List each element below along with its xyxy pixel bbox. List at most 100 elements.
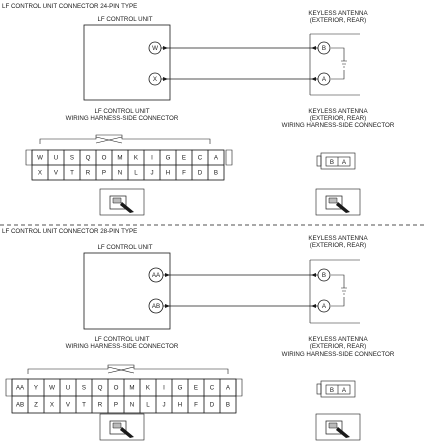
antenna-coil-symbol	[331, 47, 347, 80]
lf-control-unit-label: LF CONTROL UNIT	[97, 244, 152, 251]
harness-right-sublabel-2: WIRING HARNESS-SIDE CONNECTOR	[282, 351, 395, 358]
lf-control-unit-box	[83, 24, 171, 101]
keyless-antenna-label: KEYLESS ANTENNA	[308, 235, 368, 242]
connector-pin-label: O	[102, 155, 107, 162]
harness-right-label: KEYLESS ANTENNA	[308, 108, 368, 115]
antenna-connector-pin-a: A	[342, 159, 347, 166]
section-title: LF CONTROL UNIT CONNECTOR 28-PIN TYPE	[2, 228, 137, 235]
arrow-b	[311, 273, 316, 277]
arrow-x	[163, 77, 168, 81]
connector-pin-label: S	[82, 385, 86, 392]
connector-latch-mark	[95, 136, 123, 144]
harness-right-sublabel: (EXTERIOR, REAR)	[310, 115, 366, 122]
antenna-coil-symbol	[331, 274, 347, 307]
pin-ab-label: AB	[152, 303, 160, 310]
keyless-antenna-sublabel: (EXTERIOR, REAR)	[310, 17, 366, 24]
lf-control-unit-box	[83, 252, 171, 330]
connector-pin-label: A	[226, 385, 231, 392]
pin-b-label: B	[322, 45, 326, 52]
connector-side-tab-left	[25, 149, 33, 166]
connector-pin-label: H	[178, 402, 182, 409]
antenna-connector-tab	[316, 155, 322, 167]
antenna-connector-pin-b: B	[330, 159, 334, 166]
connector-pin-label: R	[86, 170, 91, 177]
connector-pin-label: E	[182, 155, 186, 162]
connector-pin-label: R	[98, 402, 103, 409]
harness-left-label: LF CONTROL UNIT	[94, 336, 149, 343]
connector-latch-mark	[107, 366, 135, 374]
connector-pin-label: A	[214, 155, 219, 162]
pin-aa-label: AA	[152, 272, 161, 279]
connector-pin-label: G	[178, 385, 183, 392]
connector-pin-label: AB	[16, 402, 24, 409]
connector-housing-top	[39, 134, 211, 144]
antenna-connector-pin-a: A	[342, 387, 347, 394]
antenna-connector-tab	[316, 383, 322, 395]
connector-pin-label: U	[66, 385, 70, 392]
connector-side-tab-right	[225, 149, 233, 166]
antenna-bracket	[309, 33, 360, 96]
connector-pin-label: J	[150, 170, 153, 177]
connector-pin-label: M	[129, 385, 134, 392]
antenna-connector-pin-b: B	[330, 387, 334, 394]
connector-pin-label: Y	[34, 385, 38, 392]
connector-view-icon-left	[99, 188, 145, 216]
connector-pin-label: I	[163, 385, 165, 392]
connector-pin-label: F	[182, 170, 186, 177]
section-24-pin: LF CONTROL UNIT CONNECTOR 24-PIN TYPE LF…	[2, 3, 395, 216]
connector-pin-label: C	[198, 155, 203, 162]
connector-pin-label: T	[82, 402, 86, 409]
connector-pin-label: W	[49, 385, 55, 392]
harness-left-label: LF CONTROL UNIT	[94, 108, 149, 115]
connector-pin-label: D	[210, 402, 215, 409]
connector-pin-label: V	[66, 402, 71, 409]
harness-right-label: KEYLESS ANTENNA	[308, 336, 368, 343]
harness-left-sublabel: WIRING HARNESS-SIDE CONNECTOR	[66, 115, 179, 122]
connector-view-icon-right	[315, 413, 361, 441]
connector-pin-label: P	[102, 170, 106, 177]
arrow-a	[311, 77, 316, 81]
harness-right-sublabel-2: WIRING HARNESS-SIDE CONNECTOR	[282, 122, 395, 129]
connector-pin-label: O	[114, 385, 119, 392]
pin-w-label: W	[152, 45, 158, 52]
connector-pin-label: D	[198, 170, 203, 177]
keyless-antenna-label: KEYLESS ANTENNA	[308, 10, 368, 17]
connector-pin-label: W	[37, 155, 43, 162]
connector-pin-label: X	[50, 402, 54, 409]
connector-pin-label: X	[38, 170, 42, 177]
connector-pin-label: J	[162, 402, 165, 409]
connector-pin-label: Z	[34, 402, 38, 409]
connector-pin-label: N	[130, 402, 134, 409]
connector-pin-label: T	[70, 170, 74, 177]
antenna-connector: B A	[316, 152, 356, 170]
connector-pin-label: N	[118, 170, 122, 177]
arrow-a	[311, 304, 316, 308]
connector-pin-label: U	[54, 155, 58, 162]
connector-pin-label: Q	[86, 155, 91, 162]
connector-pin-label: H	[166, 170, 170, 177]
harness-left-sublabel: WIRING HARNESS-SIDE CONNECTOR	[66, 343, 179, 350]
antenna-connector: B A	[316, 380, 356, 398]
arrow-ab	[165, 304, 170, 308]
connector-pin-label: F	[194, 402, 198, 409]
keyless-antenna-sublabel: (EXTERIOR, REAR)	[310, 242, 366, 249]
connector-pin-label: K	[134, 155, 139, 162]
connector-pin-label: B	[214, 170, 218, 177]
connector-side-tab-right	[235, 378, 243, 397]
connector-pin-label: C	[210, 385, 215, 392]
arrow-b	[311, 46, 316, 50]
pin-a-label: A	[322, 76, 327, 83]
connector-pin-label: V	[54, 170, 59, 177]
pin-x-label: X	[153, 76, 157, 83]
connector-pin-label: I	[151, 155, 153, 162]
section-28-pin: LF CONTROL UNIT CONNECTOR 28-PIN TYPE LF…	[2, 228, 395, 441]
connector-pin-label: P	[114, 402, 118, 409]
connector-pin-label: Q	[98, 385, 103, 392]
connector-view-icon-right	[315, 188, 361, 216]
connector-pin-label: AA	[16, 385, 25, 392]
connector-pin-label: E	[194, 385, 198, 392]
connector-housing-top	[27, 364, 229, 374]
